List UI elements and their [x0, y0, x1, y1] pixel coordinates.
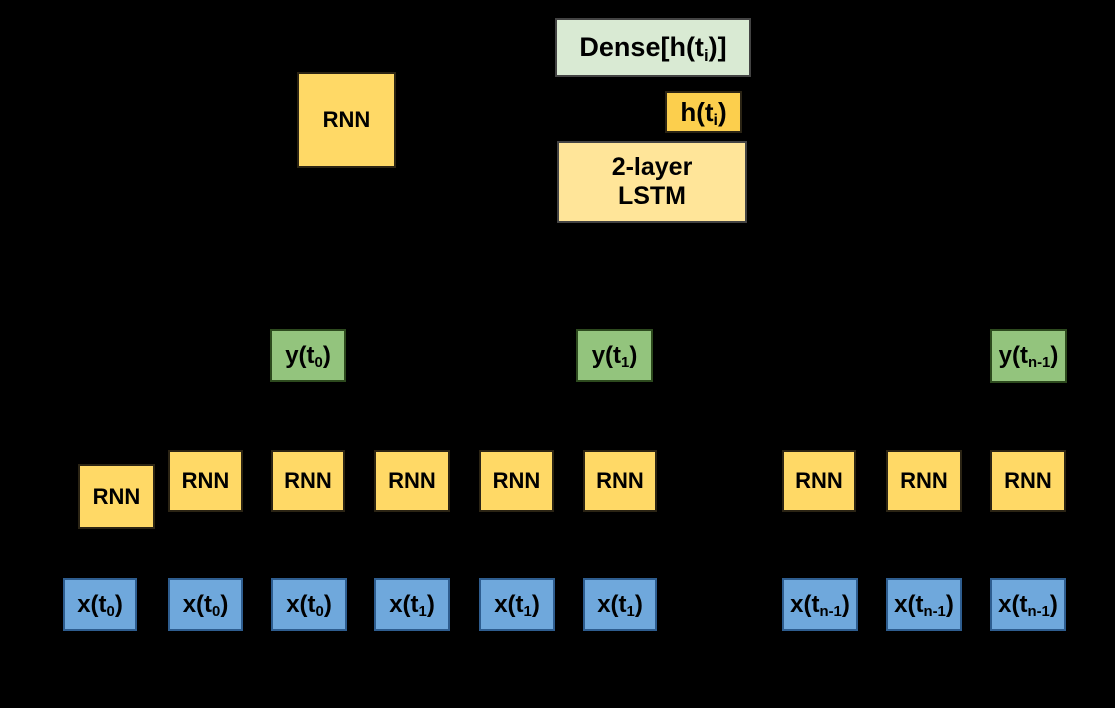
label-text: x(t [389, 590, 419, 618]
y-output-box: y(tn-1) [990, 329, 1067, 383]
rnn-box: RNN [271, 450, 345, 512]
y-output-label: y(t0) [285, 341, 331, 371]
label-text-end: ) [531, 590, 540, 618]
x-input-box: x(t1) [479, 578, 555, 631]
label-subscript: n-1 [1027, 603, 1050, 620]
lstm-label-line1: 2-layer [611, 153, 693, 182]
label-text: y(t [285, 341, 315, 369]
rnn-box: RNN [374, 450, 450, 512]
rnn-box: RNN [782, 450, 856, 512]
label-subscript: 1 [626, 603, 635, 620]
rnn-label: RNN [1004, 468, 1052, 493]
label-subscript: 1 [621, 354, 630, 371]
x-input-box: x(tn-1) [782, 578, 858, 631]
x-input-box: x(t0) [168, 578, 243, 631]
label-text-end: ) [629, 341, 638, 369]
label-text-end: ) [945, 590, 954, 618]
x-input-label: x(t0) [286, 590, 332, 620]
label-text-end: ) [322, 341, 331, 369]
x-input-box: x(tn-1) [990, 578, 1066, 631]
label-text-end: ) [220, 590, 229, 618]
y-output-label: y(tn-1) [998, 342, 1059, 372]
label-subscript: n-1 [1028, 355, 1051, 372]
rnn-box: RNN [168, 450, 243, 512]
label-subscript: 0 [212, 603, 221, 620]
x-input-label: x(t1) [389, 590, 435, 620]
label-subscript: 0 [314, 354, 323, 371]
x-input-box: x(t0) [271, 578, 347, 631]
x-input-label: x(tn-1) [894, 590, 954, 620]
x-input-box: x(t1) [374, 578, 450, 631]
rnn-label: RNN [596, 468, 644, 493]
x-input-label: x(tn-1) [790, 590, 850, 620]
label-subscript: 0 [315, 603, 324, 620]
label-text-end: ) [426, 590, 435, 618]
lstm-label-line2: LSTM [617, 182, 687, 210]
rnn-box: RNN [78, 464, 155, 529]
hidden-state-box: h(ti) [665, 91, 742, 133]
label-text: y(t [591, 341, 622, 369]
rnn-legend-box: RNN [297, 72, 396, 168]
rnn-label: RNN [284, 468, 332, 493]
label-subscript: 0 [106, 603, 115, 620]
label-subscript: 1 [523, 603, 532, 620]
x-input-box: x(tn-1) [886, 578, 962, 631]
rnn-label: RNN [181, 468, 230, 493]
label-text: x(t [494, 590, 524, 618]
label-text-end: ) [841, 590, 850, 618]
rnn-label: RNN [92, 483, 141, 509]
y-output-box: y(t0) [270, 329, 346, 382]
label-text: x(t [894, 590, 924, 618]
rnn-box: RNN [583, 450, 657, 512]
dense-box: Dense[h(ti)] [555, 18, 751, 77]
x-input-label: x(t1) [597, 590, 643, 620]
label-text: x(t [182, 590, 213, 618]
rnn-label: RNN [900, 468, 948, 493]
label-text: x(t [286, 590, 316, 618]
x-input-box: x(t0) [63, 578, 137, 631]
y-output-box: y(t1) [576, 329, 653, 382]
label-text: x(t [597, 590, 627, 618]
label-text-end: ) [634, 590, 643, 618]
rnn-label: RNN [388, 468, 436, 493]
rnn-legend-label: RNN [322, 107, 371, 132]
rnn-box: RNN [886, 450, 962, 512]
label-text: x(t [790, 590, 820, 618]
label-text-end: ) [718, 96, 727, 127]
label-text: Dense[h(t [579, 32, 704, 62]
x-input-label: x(t0) [77, 590, 123, 620]
label-text: x(t [998, 590, 1028, 618]
rnn-box: RNN [479, 450, 554, 512]
x-input-label: x(t1) [494, 590, 540, 620]
label-subscript: n-1 [819, 603, 842, 620]
label-text-end: )] [708, 32, 727, 62]
y-output-label: y(t1) [591, 341, 638, 371]
dense-label: Dense[h(ti)] [579, 32, 727, 65]
label-text-end: ) [1050, 342, 1059, 369]
label-subscript: i [703, 45, 709, 65]
label-text: x(t [77, 590, 107, 618]
x-input-label: x(t0) [182, 590, 229, 620]
hidden-state-label: h(ti) [680, 96, 727, 130]
rnn-label: RNN [795, 468, 843, 493]
label-text-end: ) [323, 590, 332, 618]
label-subscript: 1 [418, 603, 427, 620]
label-text: h(t [680, 96, 714, 127]
rnn-label: RNN [492, 468, 541, 493]
label-text-end: ) [114, 590, 123, 618]
lstm-box: 2-layer LSTM [557, 141, 747, 223]
label-text-end: ) [1049, 590, 1058, 618]
x-input-box: x(t1) [583, 578, 657, 631]
rnn-box: RNN [990, 450, 1066, 512]
label-subscript: n-1 [923, 603, 946, 620]
label-subscript: i [713, 111, 718, 129]
label-text: y(t [998, 342, 1029, 369]
x-input-label: x(tn-1) [998, 590, 1058, 620]
